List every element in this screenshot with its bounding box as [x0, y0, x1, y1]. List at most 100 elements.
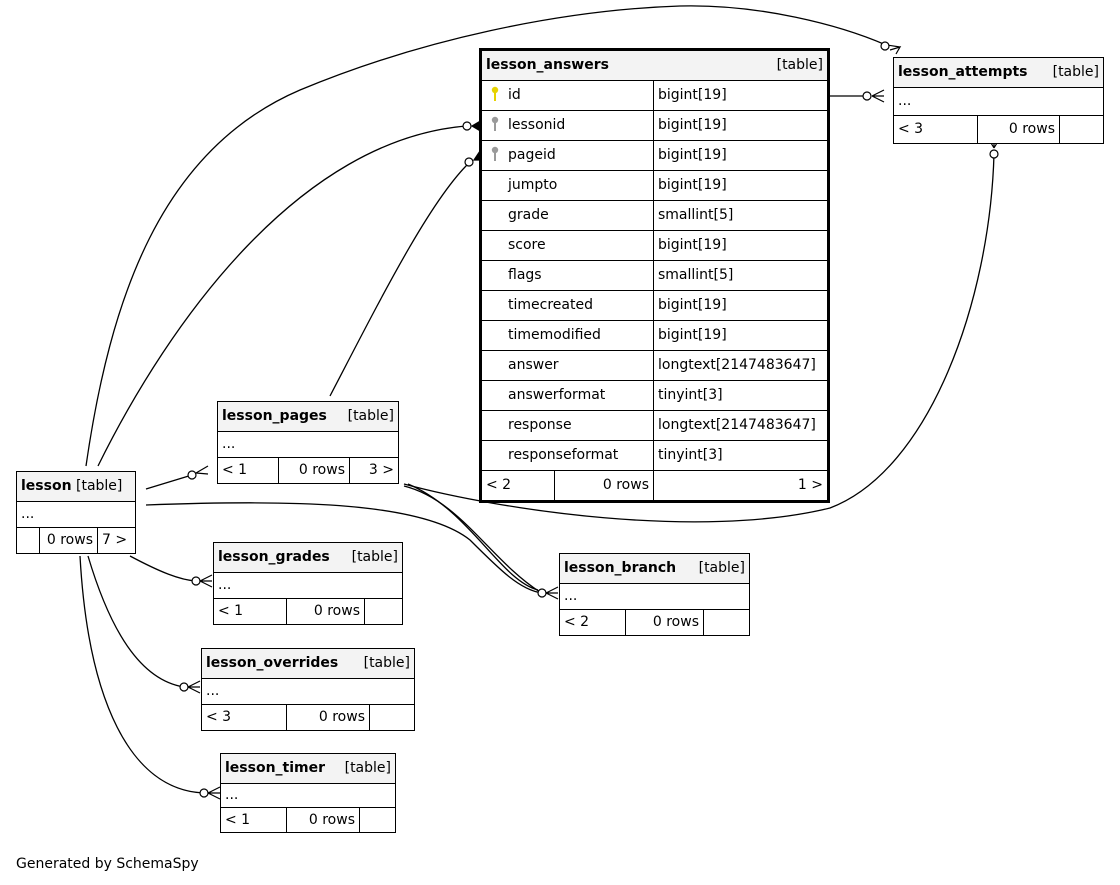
column-name: timecreated: [508, 297, 593, 313]
table-type: [table]: [351, 549, 398, 565]
optional-marker: [880, 41, 890, 51]
columns-ellipsis: ...: [217, 431, 399, 458]
table-lesson-branch[interactable]: lesson_branch [table] ... < 2 0 rows: [559, 553, 750, 636]
column-row-answer[interactable]: answer longtext[2147483647]: [481, 350, 828, 381]
table-title[interactable]: lesson_pages: [222, 408, 327, 424]
arrow-lesson-branch: [545, 586, 559, 600]
column-name: responseformat: [508, 447, 619, 463]
table-title[interactable]: lesson: [21, 478, 72, 494]
optional-marker: [191, 576, 201, 586]
column-row-timemodified[interactable]: timemodified bigint[19]: [481, 320, 828, 351]
parents-count[interactable]: < 1: [217, 457, 279, 484]
columns-ellipsis: ...: [893, 87, 1104, 116]
edge-lesson-pages-to-lesson-branch-1: [403, 485, 541, 593]
table-title[interactable]: lesson_timer: [225, 760, 326, 776]
arrow-lesson-pages: [195, 465, 209, 475]
table-type: [table]: [344, 760, 391, 776]
column-type: bigint[19]: [653, 230, 828, 261]
optional-marker: [862, 91, 872, 101]
column-type: smallint[5]: [653, 200, 828, 231]
table-title: lesson_answers: [486, 57, 609, 73]
children-count[interactable]: 7 >: [97, 527, 136, 554]
table-lesson-overrides[interactable]: lesson_overrides [table] ... < 3 0 rows: [201, 648, 415, 731]
parents-count[interactable]: < 1: [213, 598, 287, 625]
column-name: lessonid: [508, 117, 566, 133]
column-type: bigint[19]: [653, 290, 828, 321]
column-type: tinyint[3]: [653, 380, 828, 411]
row-count: 0 rows: [286, 704, 370, 731]
edge-lesson-to-lesson-branch: [145, 502, 543, 594]
parents-count[interactable]: < 2: [559, 609, 626, 636]
row-count: 0 rows: [39, 527, 98, 554]
children-count: [1059, 115, 1104, 144]
table-lesson-grades[interactable]: lesson_grades [table] ... < 1 0 rows: [213, 542, 403, 625]
column-name: timemodified: [508, 327, 601, 343]
arrow-lesson-timer: [207, 786, 221, 800]
table-type: [table]: [363, 655, 410, 671]
table-title[interactable]: lesson_overrides: [206, 655, 339, 671]
table-type: [table]: [1052, 64, 1099, 80]
edge-lesson-pages-to-lesson-answers: [329, 161, 471, 397]
edge-lesson-to-lesson-timer: [79, 555, 205, 794]
children-count[interactable]: 3 >: [349, 457, 399, 484]
column-name: flags: [508, 267, 542, 283]
column-type: longtext[2147483647]: [653, 350, 828, 381]
optional-marker: [179, 682, 189, 692]
row-count: 0 rows: [553, 470, 655, 501]
table-title[interactable]: lesson_attempts: [898, 64, 1028, 80]
table-title[interactable]: lesson_branch: [564, 560, 677, 576]
column-name: answer: [508, 357, 559, 373]
column-type: bigint[19]: [653, 140, 828, 171]
edge-lesson-to-lesson-pages: [145, 474, 193, 490]
table-title[interactable]: lesson_grades: [218, 549, 330, 565]
children-count: [703, 609, 750, 636]
foreign-key-icon: [486, 142, 504, 170]
optional-marker: [187, 470, 197, 480]
columns-ellipsis: ...: [213, 572, 403, 599]
column-row-timecreated[interactable]: timecreated bigint[19]: [481, 290, 828, 321]
edge-lesson-to-lesson-answers: [97, 125, 467, 467]
children-count: [364, 598, 403, 625]
table-lesson-attempts[interactable]: lesson_attempts [table] ... < 3 0 rows: [893, 57, 1104, 144]
edge-lesson-pages-to-lesson-attempts: [403, 153, 995, 523]
primary-key-icon: [486, 82, 504, 110]
column-type: smallint[5]: [653, 260, 828, 291]
table-lesson-pages[interactable]: lesson_pages [table] ... < 1 0 rows 3 >: [217, 401, 399, 484]
arrow-lesson-grades: [199, 574, 213, 588]
column-name: pageid: [508, 147, 556, 163]
column-row-flags[interactable]: flags smallint[5]: [481, 260, 828, 291]
table-type: [table]: [76, 478, 123, 494]
arrow-lesson-attempts-left: [871, 89, 885, 103]
column-row-pageid[interactable]: pageid bigint[19]: [481, 140, 828, 171]
optional-marker: [462, 121, 472, 131]
generated-by-footer: Generated by SchemaSpy: [16, 856, 199, 872]
column-type: bigint[19]: [653, 170, 828, 201]
parents-count[interactable]: < 3: [893, 115, 978, 144]
parents-count[interactable]: < 1: [220, 807, 287, 833]
foreign-key-icon: [486, 112, 504, 140]
children-count[interactable]: 1 >: [653, 470, 828, 501]
row-count: 0 rows: [625, 609, 704, 636]
columns-ellipsis: ...: [220, 783, 396, 808]
table-type: [table]: [347, 408, 394, 424]
parents-count[interactable]: < 3: [201, 704, 287, 731]
column-type: bigint[19]: [653, 320, 828, 351]
table-lesson-timer[interactable]: lesson_timer [table] ... < 1 0 rows: [220, 753, 396, 833]
edge-lesson-to-lesson-grades: [129, 555, 197, 582]
table-lesson[interactable]: lesson [table] ... 0 rows 7 >: [16, 471, 136, 554]
row-count: 0 rows: [286, 807, 360, 833]
row-count: 0 rows: [977, 115, 1060, 144]
optional-marker: [464, 157, 474, 167]
optional-marker: [989, 149, 999, 159]
table-type: [table]: [698, 560, 745, 576]
parents-count[interactable]: < 2: [481, 470, 555, 501]
